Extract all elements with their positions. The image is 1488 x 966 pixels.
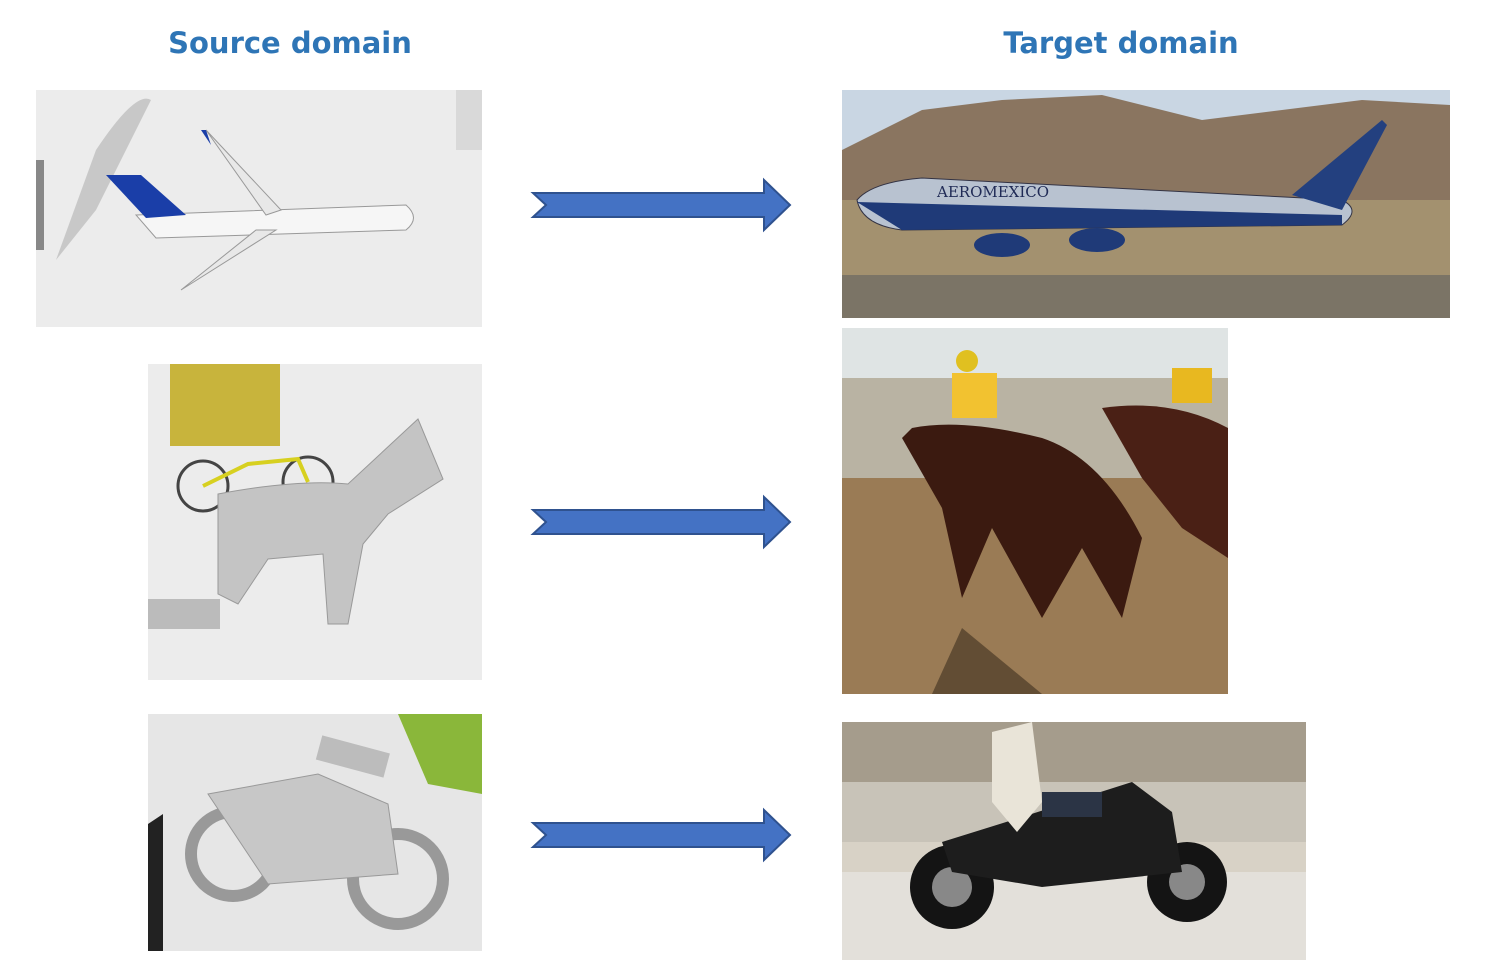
airplane-livery-text: AEROMEXICO — [936, 183, 1049, 201]
source-horse-render — [148, 364, 482, 680]
arrow-motorcycle — [530, 807, 792, 863]
arrow-airplane — [530, 177, 792, 233]
source-motorcycle-render — [148, 714, 482, 951]
target-horse-photo — [842, 328, 1228, 694]
source-airplane-render — [36, 90, 482, 327]
target-airplane-photo: AEROMEXICO — [842, 90, 1450, 318]
target-motorcycle-photo — [842, 722, 1306, 960]
target-domain-title: Target domain — [1003, 26, 1239, 60]
source-domain-title: Source domain — [168, 26, 412, 60]
arrow-horse — [530, 494, 792, 550]
